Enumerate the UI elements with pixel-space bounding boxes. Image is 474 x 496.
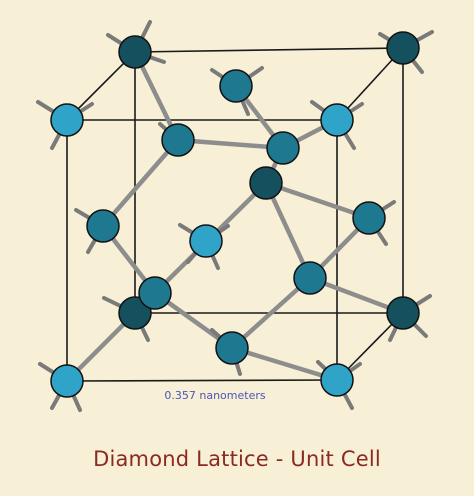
- bond: [175, 137, 286, 151]
- cube-edge: [134, 47, 404, 53]
- atom: [249, 166, 283, 200]
- atom: [219, 69, 253, 103]
- bond: [229, 345, 340, 383]
- atom: [138, 276, 172, 310]
- atom: [118, 296, 152, 330]
- diagram-title: Diamond Lattice - Unit Cell: [93, 447, 381, 471]
- dimension-label: 0.357 nanometers: [164, 389, 266, 402]
- bond: [100, 137, 181, 229]
- atom: [215, 331, 249, 365]
- bond: [263, 180, 313, 281]
- atom: [352, 201, 386, 235]
- atom: [266, 131, 300, 165]
- atom: [86, 209, 120, 243]
- cube-edge: [66, 379, 338, 382]
- atom: [50, 364, 84, 398]
- atom: [50, 103, 84, 137]
- atoms: [50, 31, 420, 398]
- atom: [320, 103, 354, 137]
- atom: [386, 31, 420, 65]
- atom: [161, 123, 195, 157]
- atom: [118, 35, 152, 69]
- bond: [263, 180, 372, 221]
- atom: [189, 224, 223, 258]
- atom: [293, 261, 327, 295]
- bond: [229, 275, 313, 351]
- atom: [386, 296, 420, 330]
- atom: [320, 363, 354, 397]
